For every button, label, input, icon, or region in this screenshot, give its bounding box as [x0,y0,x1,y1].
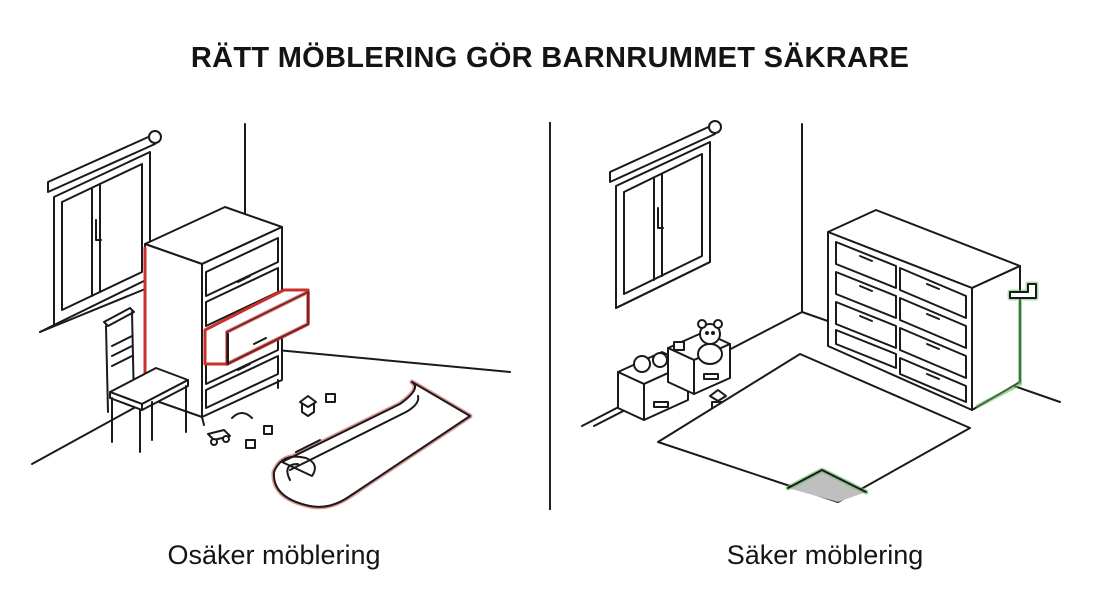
panel-divider [549,122,551,510]
safe-room-illustration [570,112,1080,532]
scattered-toys-icon [207,393,336,449]
teddy-bear-icon [697,319,723,365]
unsafe-dresser-highlight [143,246,310,399]
safe-caption: Säker möblering [726,540,924,570]
page-title: RÄTT MÖBLERING GÖR BARNRUMMET SÄKRARE [190,42,910,74]
window-icon [609,120,722,309]
wall-anchor-icon [976,281,1039,408]
curled-rug-icon [271,379,473,510]
anti-slip-rug-icon [657,353,971,503]
chair-icon [103,307,189,453]
unsafe-caption: Osäker möblering [167,540,381,570]
unsafe-room-illustration [20,112,530,532]
window-icon [39,130,162,333]
wide-dresser-icon [827,209,1021,411]
